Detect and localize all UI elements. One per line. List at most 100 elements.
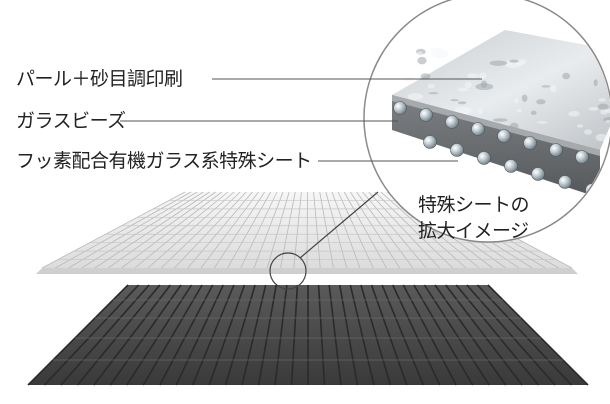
sheet-grid-line	[81, 191, 204, 269]
glass-bead	[419, 108, 433, 122]
base-groove	[466, 284, 556, 386]
sheet-edge	[36, 268, 578, 274]
glass-bead	[445, 115, 459, 129]
sheet-grid-line	[68, 191, 198, 269]
sand-speckle	[530, 110, 537, 115]
sheet-grid-line	[94, 191, 210, 269]
base-groove	[349, 284, 375, 386]
sand-speckle	[478, 72, 487, 80]
glass-bead	[504, 159, 518, 173]
glass-bead	[393, 101, 407, 115]
sand-speckle	[598, 98, 607, 102]
base-groove	[381, 284, 425, 386]
base-groove	[76, 284, 161, 386]
sand-speckle	[541, 85, 551, 88]
sand-speckle	[514, 62, 526, 65]
label-sheet: フッ素配合有機ガラス系特殊シート	[16, 150, 312, 172]
label-glass-beads: ガラスビーズ	[16, 110, 126, 132]
sheet-grid-line	[227, 191, 272, 269]
base-groove	[224, 284, 256, 386]
sand-speckle	[420, 73, 431, 80]
sand-speckle	[407, 93, 424, 101]
base-groove	[175, 284, 225, 386]
base-groove	[241, 284, 267, 386]
base-groove	[434, 284, 507, 386]
sand-speckle	[416, 51, 423, 56]
magnifier-caption-line2: 拡大イメージ	[418, 220, 529, 242]
base-groove	[257, 284, 278, 386]
sand-speckle	[521, 94, 528, 102]
sand-speckle	[595, 133, 608, 142]
sand-speckle	[597, 103, 609, 110]
leader-lines	[120, 78, 482, 162]
sand-speckle	[605, 119, 610, 123]
sheet-grid-line	[55, 191, 192, 269]
base-groove	[487, 284, 589, 386]
sand-speckle	[604, 108, 610, 114]
sheet-grid-line	[147, 191, 235, 269]
glass-bead	[477, 151, 491, 165]
sand-speckle	[428, 92, 439, 95]
sand-speckle	[562, 72, 570, 80]
sheet-grid-line	[343, 191, 387, 269]
sheet-grid-line	[253, 191, 284, 269]
sand-speckle	[457, 87, 469, 92]
sheet-grid-line	[306, 191, 308, 269]
sand-speckle	[568, 110, 580, 117]
base-groove	[109, 284, 182, 386]
base-groove	[455, 284, 540, 386]
sand-speckle	[450, 99, 459, 102]
sheet-grid-line	[200, 191, 259, 269]
sheet-grid-line	[313, 191, 321, 269]
sand-speckle	[464, 81, 472, 88]
detail-circle	[269, 252, 307, 290]
slab-top-edge	[392, 95, 600, 156]
label-top-coat: パール＋砂目調印刷	[16, 68, 183, 90]
glass-bead	[471, 122, 485, 136]
glass-bead	[575, 150, 589, 164]
base-groove	[402, 284, 457, 386]
base-groove	[317, 284, 326, 386]
sheet-grid-line	[160, 191, 241, 269]
sheet-grid-line	[240, 191, 278, 269]
glass-bead	[531, 167, 545, 181]
base-groove	[126, 284, 193, 386]
sand-speckle	[454, 106, 472, 115]
base-groove	[445, 284, 523, 386]
base-groove	[423, 284, 490, 386]
sand-speckle	[593, 79, 598, 87]
magnifier-connector-line	[299, 191, 379, 259]
sheet-grid-line	[325, 191, 348, 269]
base-groove	[391, 284, 441, 386]
base-groove	[328, 284, 342, 386]
base-groove	[159, 284, 214, 386]
base-groove	[370, 284, 408, 386]
sand-speckle	[509, 59, 519, 63]
sheet-grid-line	[362, 191, 427, 269]
sheet-layer	[36, 191, 578, 274]
sheet-grid-line	[134, 191, 229, 269]
sand-speckle	[516, 108, 522, 113]
sand-speckle	[588, 106, 599, 111]
sheet-grid-line	[337, 191, 374, 269]
sand-speckle	[536, 99, 546, 105]
sand-speckle	[431, 50, 449, 59]
sheet-grid-line	[368, 191, 440, 269]
base-mat	[27, 284, 589, 386]
sand-speckle	[577, 124, 583, 128]
sheet-grid-line	[280, 191, 296, 269]
base-groove	[142, 284, 203, 386]
magnifier	[363, 0, 610, 243]
sheet-grid-line	[121, 191, 222, 269]
base-groove	[476, 284, 573, 386]
sheet-grid-line	[187, 191, 253, 269]
sand-speckle	[550, 84, 557, 93]
magnifier-caption-line1: 特殊シートの	[418, 194, 530, 216]
sheet-grid-line	[293, 191, 302, 269]
sand-speckle	[478, 108, 483, 115]
base-groove	[60, 284, 150, 386]
sheet-grid-line	[174, 191, 247, 269]
base-groove	[27, 284, 129, 386]
sand-speckle	[514, 97, 519, 104]
glass-bead	[497, 129, 511, 143]
